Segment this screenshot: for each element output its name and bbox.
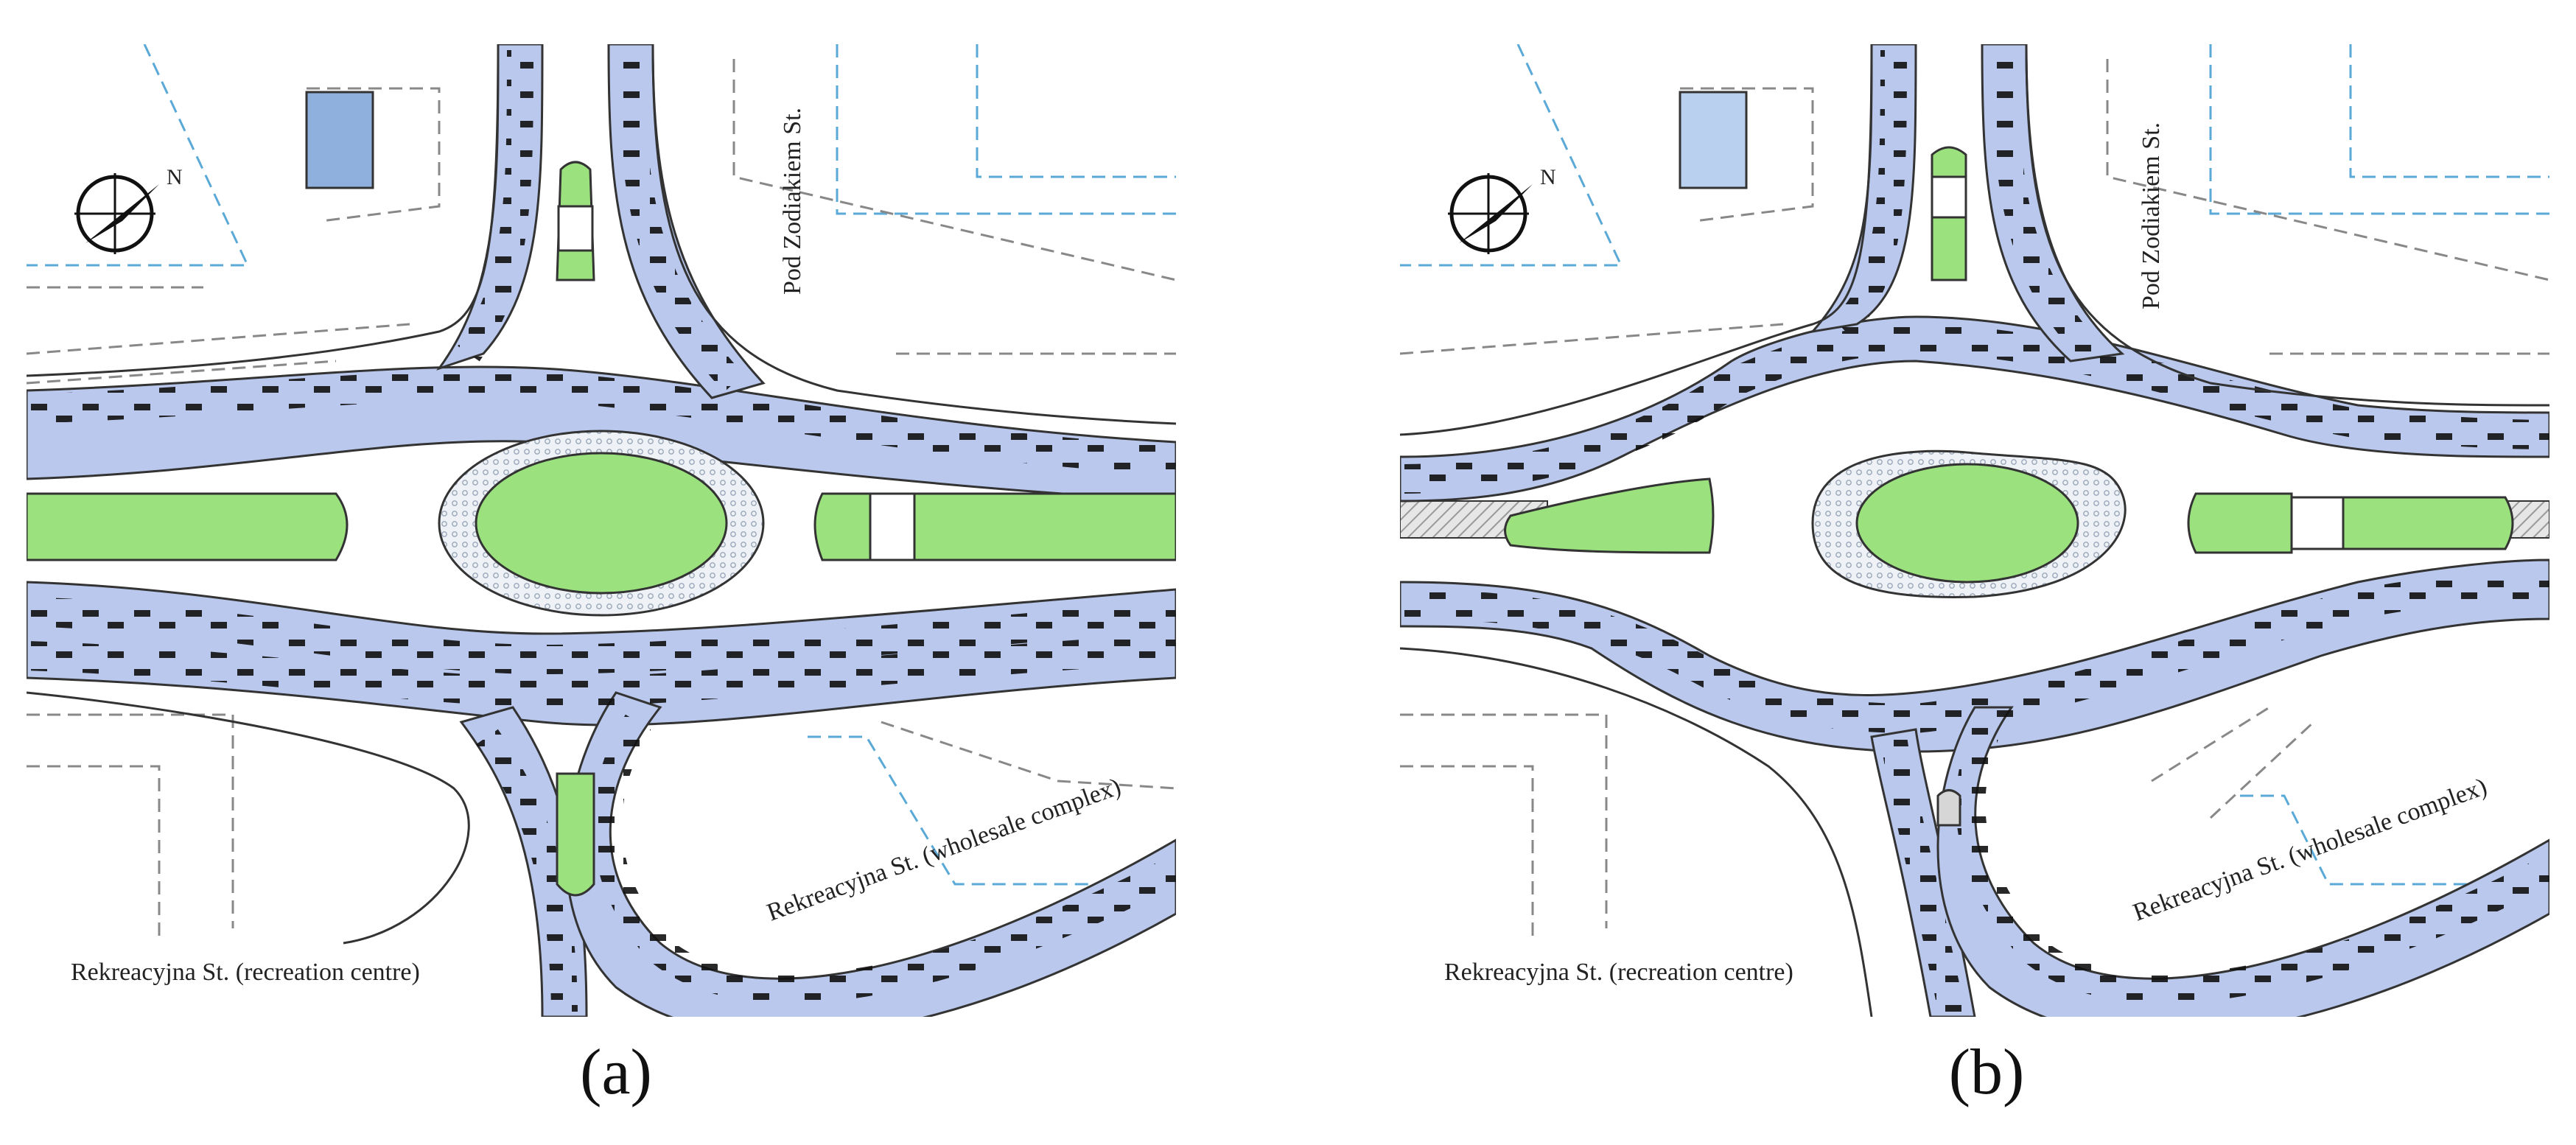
building (1679, 91, 1748, 189)
west-street-label: Rekreacyjna St. (recreation centre) (1444, 959, 1793, 986)
panel-b-caption: (b) (1948, 1037, 2025, 1108)
compass-icon: N (74, 165, 183, 254)
panel-b-drawing: N Pod Zodiakiem St. Rekreacyjna St. (rec… (1400, 44, 2549, 1017)
panel-b: N Pod Zodiakiem St. Rekreacyjna St. (rec… (1400, 44, 2549, 1017)
north-street-label: Pod Zodiakiem St. (779, 108, 806, 295)
plot-boundaries (1400, 44, 2549, 936)
north-street-label: Pod Zodiakiem St. (2138, 122, 2165, 309)
splitter-islands (1504, 146, 2514, 827)
plot-boundaries (27, 44, 1176, 936)
compass-letter: N (1540, 165, 1556, 189)
panel-a: N Pod Zodiakiem St. Rekreacyjna St. (rec… (27, 44, 1176, 1017)
compass-letter: N (167, 165, 183, 189)
west-street-label: Rekreacyjna St. (recreation centre) (71, 959, 420, 986)
building (305, 91, 374, 189)
central-island (438, 430, 765, 617)
curb-lines (1400, 44, 2549, 1017)
vehicles (27, 44, 1176, 1017)
vehicles (1400, 44, 2549, 1017)
central-island (1811, 449, 2127, 598)
compass-icon: N (1448, 165, 1556, 254)
curb-lines (27, 44, 1176, 945)
splitter-islands (27, 161, 1176, 897)
panel-a-caption: (a) (580, 1037, 652, 1108)
panel-a-drawing: N Pod Zodiakiem St. Rekreacyjna St. (rec… (27, 44, 1176, 1017)
